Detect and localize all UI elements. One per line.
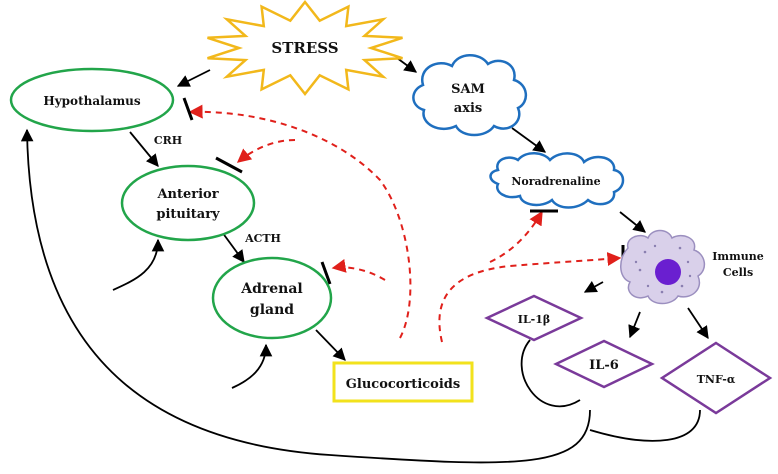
tnfa-diamond [659,341,773,415]
arrow-immune-to-il6 [628,311,641,339]
anterior-pituitary-label-line2: pituitary [156,207,220,222]
arrow-immune-to-il1b [583,280,604,293]
hypothalamus-label: Hypothalamus [43,94,141,108]
feedback-glucocorticoids-to-immune [438,252,622,343]
arrow-sam-to-noradrenaline [511,127,547,153]
arrow-pituitary-to-adrenal [221,231,245,264]
branch-to-pituitary-curve [112,238,165,291]
anterior-pituitary-label-line1: Anterior [156,187,218,202]
arrow-hypothalamus-to-pituitary [129,131,159,167]
sam-axis-label-line2: axis [454,101,482,116]
inhibit-bar-hypothalamus [182,97,194,121]
sam-axis-cloud [412,54,527,137]
tnfa-label: TNF-α [697,373,736,386]
anterior-pituitary-node: Anterior pituitary [120,164,256,242]
arrow-adrenal-to-glucocorticoids [315,329,346,361]
inhibit-bar-pituitary [215,156,243,174]
stress-label: STRESS [271,39,338,57]
crh-label: CRH [154,134,182,147]
tnfa-node: TNF-α [659,341,773,415]
immune-cells-label-line2: Cells [723,266,753,279]
il1b-diamond [484,294,584,342]
glucocorticoids-node: Glucocorticoids [332,361,474,403]
immune-cells-label-line1: Immune [712,250,763,263]
noradrenaline-label: Noradrenaline [511,175,600,188]
il1b-label: IL-1β [518,313,550,326]
feedback-branch-to-noradrenaline [489,210,543,263]
sam-axis-label-line1: SAM [451,82,485,97]
adrenal-gland-ellipse [211,256,333,340]
noradrenaline-node: Noradrenaline [489,152,625,209]
glucocorticoids-label: Glucocorticoids [346,377,460,392]
tnf-join-curve [589,409,701,442]
granule-dots [634,244,692,294]
feedback-glucocorticoids-to-adrenal [331,259,386,281]
feedback-glucocorticoids-to-hypothalamus [188,104,412,339]
noradrenaline-cloud [489,152,625,209]
stress-burst-shape [207,0,403,97]
adrenal-gland-label-line1: Adrenal [240,281,303,297]
sam-axis-node: SAM axis [412,54,527,137]
glucocorticoids-box [332,361,474,403]
arrow-stress-to-hypothalamus [176,69,211,87]
acth-label: ACTH [244,232,281,245]
hypothalamus-node: Hypothalamus [9,67,175,133]
immune-cell-nucleus [655,259,681,285]
anterior-pituitary-ellipse [120,164,256,242]
arrow-immune-to-tnfa [687,307,709,340]
inhibit-bar-adrenal [320,261,332,285]
adrenal-gland-node: Adrenal gland [211,256,333,340]
hypothalamus-ellipse [9,67,175,133]
il1b-node: IL-1β [484,294,584,342]
lower-branch-curve [520,339,581,408]
immune-cell-node: Immune Cells [620,229,764,305]
feedback-branch-to-pituitary [236,139,296,163]
arrow-noradrenaline-to-immune [619,211,646,233]
il6-diamond [553,339,655,389]
adrenal-gland-label-line2: gland [250,302,294,318]
il6-node: IL-6 [553,339,655,389]
il6-to-hypothalamus-curve [20,128,591,464]
branch-to-adrenal-curve [231,343,273,389]
il6-label: IL-6 [589,358,619,373]
stress-node: STRESS [207,0,403,97]
